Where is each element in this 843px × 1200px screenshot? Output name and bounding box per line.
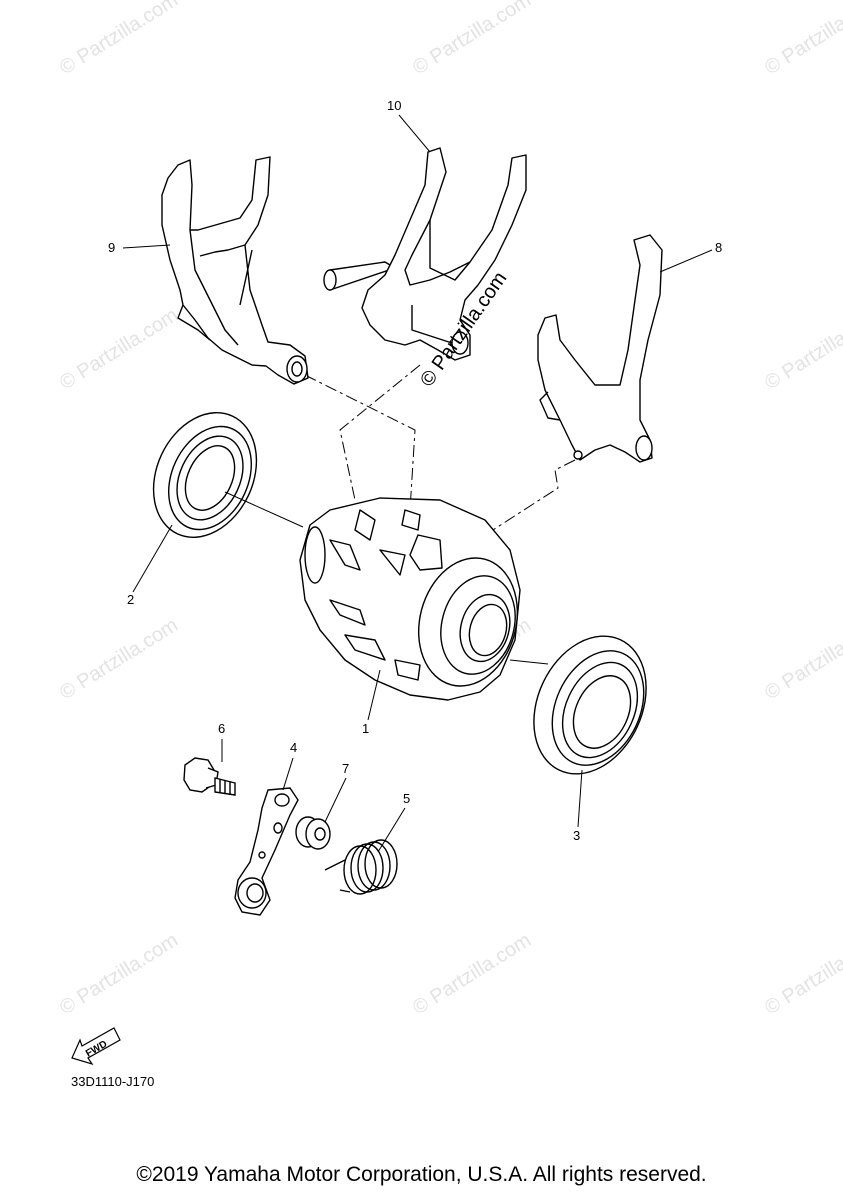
diagram-id: 33D1110-J170 — [71, 1074, 155, 1089]
watermark: © Partzilla.com — [56, 929, 182, 1019]
leader-line-4 — [282, 757, 294, 791]
leader-line-3b — [509, 659, 549, 665]
torsion-spring[interactable] — [324, 839, 398, 895]
callout-8: 8 — [715, 240, 722, 255]
fwd-arrow-icon: FWD — [71, 1027, 121, 1066]
callout-10: 10 — [387, 98, 401, 113]
shift-fork-9[interactable] — [161, 156, 309, 385]
watermark: © Partzilla.com — [56, 304, 182, 394]
watermark: © Partzilla.com — [761, 929, 843, 1019]
leader-line-7 — [324, 777, 347, 823]
bearing-3[interactable] — [512, 618, 667, 792]
leader-line-3 — [577, 769, 583, 828]
alignment-lines — [304, 364, 576, 549]
leader-line-9 — [122, 244, 171, 249]
fwd-label: FWD — [84, 1039, 109, 1060]
leader-line-2b — [224, 491, 304, 528]
copyright-notice: ©2019 Yamaha Motor Corporation, U.S.A. A… — [136, 1163, 707, 1186]
shift-fork-8[interactable] — [537, 234, 663, 463]
leader-line-5 — [377, 807, 406, 853]
shift-fork-10[interactable] — [323, 147, 527, 361]
callout-4: 4 — [290, 740, 297, 755]
callout-6: 6 — [218, 721, 225, 736]
callout-5: 5 — [403, 791, 410, 806]
leader-line-2 — [132, 524, 173, 593]
callout-7: 7 — [342, 761, 349, 776]
leader-line-8 — [659, 249, 713, 273]
callout-2: 2 — [127, 592, 134, 607]
callout-labels: 1 2 3 4 5 6 7 8 9 10 — [108, 98, 722, 843]
watermark: © Partzilla.com — [409, 0, 535, 79]
alignment-line-fork-10 — [339, 364, 421, 501]
watermark: © Partzilla.com — [409, 929, 535, 1019]
callout-9: 9 — [108, 240, 115, 255]
callout-1: 1 — [362, 721, 369, 736]
alignment-line-fork-9 — [304, 374, 416, 511]
watermark: © Partzilla.com — [56, 614, 182, 704]
alignment-line-fork-8 — [464, 459, 576, 549]
watermark: © Partzilla.com — [761, 614, 843, 704]
watermark: © Partzilla.com — [761, 304, 843, 394]
callout-3: 3 — [573, 828, 580, 843]
collar[interactable] — [295, 816, 331, 850]
watermark: © Partzilla.com — [56, 0, 182, 79]
bolt[interactable] — [183, 757, 236, 796]
leader-line-10 — [398, 114, 431, 153]
bearing-2[interactable] — [134, 396, 276, 554]
stopper-lever[interactable] — [234, 787, 299, 916]
leader-line-1 — [367, 669, 381, 721]
shift-drum[interactable] — [299, 497, 531, 701]
watermark: © Partzilla.com — [761, 0, 843, 79]
leader-lines — [122, 114, 713, 853]
